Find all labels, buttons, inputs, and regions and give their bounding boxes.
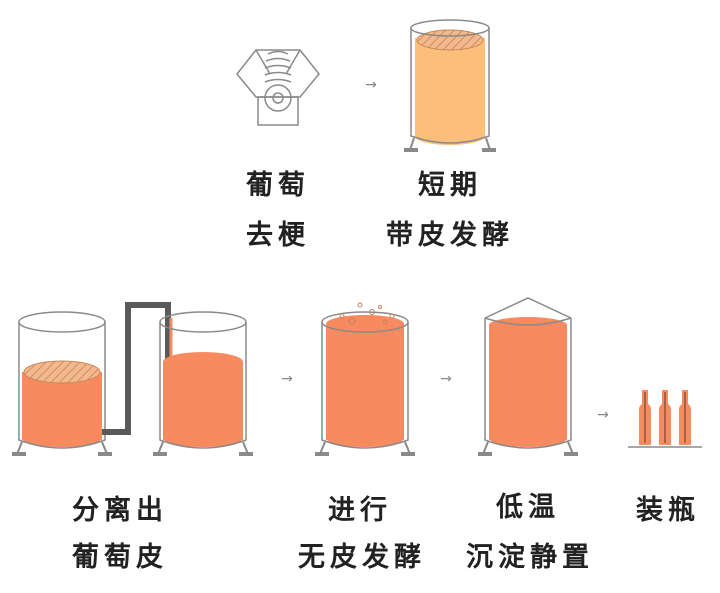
two-tank-transfer-icon	[12, 302, 253, 456]
step-label: 葡萄皮	[72, 542, 168, 573]
destemmer-icon	[236, 49, 320, 126]
step-label: 短期	[418, 170, 482, 201]
arrow-icon: →	[597, 407, 609, 423]
step-label: 低温	[496, 492, 560, 523]
bottles-icon	[628, 390, 702, 448]
fermenting-tank-icon	[315, 302, 415, 456]
step-label: 无皮发酵	[298, 542, 426, 573]
bottle	[659, 390, 671, 445]
step-label: 装瓶	[636, 495, 700, 526]
skin-contact-tank-icon	[404, 19, 496, 152]
settling-tank-icon	[478, 297, 578, 456]
step-label: 葡萄	[246, 170, 310, 201]
bubbles-icon	[339, 302, 395, 325]
arrow-icon: →	[281, 371, 293, 387]
bottle	[639, 390, 651, 445]
step-label: 带皮发酵	[386, 220, 514, 251]
arrow-icon: →	[440, 371, 452, 387]
bottle	[679, 390, 691, 445]
arrow-icon: →	[365, 77, 377, 93]
step-label: 去梗	[246, 220, 310, 251]
step-label: 沉淀静置	[466, 542, 594, 573]
step-label: 分离出	[72, 495, 168, 526]
step-label: 进行	[328, 495, 392, 526]
